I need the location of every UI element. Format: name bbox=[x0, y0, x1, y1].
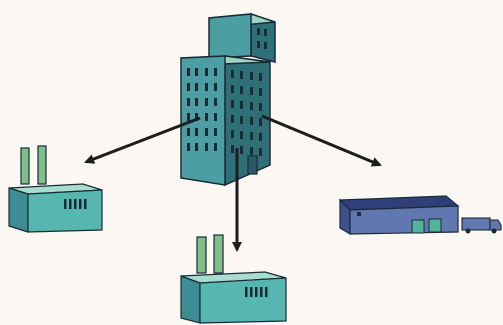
window-icon bbox=[205, 113, 208, 121]
window-icon bbox=[195, 98, 198, 106]
window-icon bbox=[214, 68, 217, 76]
window-icon bbox=[250, 72, 253, 80]
warehouse-door bbox=[429, 219, 441, 232]
chimney-icon bbox=[197, 237, 206, 273]
window-icon bbox=[264, 29, 267, 36]
window-icon bbox=[259, 73, 262, 81]
window-icon bbox=[231, 70, 234, 78]
warehouse-window bbox=[357, 212, 361, 216]
vent-icon bbox=[79, 199, 82, 209]
headquarters-building bbox=[181, 14, 275, 185]
window-icon bbox=[250, 102, 253, 110]
window-icon bbox=[195, 143, 198, 151]
window-icon bbox=[257, 41, 260, 48]
window-icon bbox=[231, 145, 234, 153]
vent-icon bbox=[250, 287, 253, 297]
arrow-to-warehouse bbox=[262, 116, 380, 165]
window-icon bbox=[214, 143, 217, 151]
window-icon bbox=[195, 128, 198, 136]
vent-icon bbox=[69, 199, 72, 209]
vent-icon bbox=[265, 287, 268, 297]
vent-icon bbox=[245, 287, 248, 297]
window-icon bbox=[250, 87, 253, 95]
window-icon bbox=[264, 42, 267, 49]
window-icon bbox=[187, 113, 190, 121]
vent-icon bbox=[74, 199, 77, 209]
window-icon bbox=[205, 68, 208, 76]
window-icon bbox=[187, 98, 190, 106]
tower-upper bbox=[209, 14, 275, 62]
window-icon bbox=[187, 143, 190, 151]
window-icon bbox=[240, 146, 243, 154]
window-icon bbox=[187, 83, 190, 91]
window-icon bbox=[231, 115, 234, 123]
vent-icon bbox=[260, 287, 263, 297]
window-icon bbox=[231, 100, 234, 108]
factory-bottom bbox=[181, 235, 286, 323]
window-icon bbox=[259, 133, 262, 141]
window-icon bbox=[240, 86, 243, 94]
warehouse-door bbox=[412, 220, 424, 233]
window-icon bbox=[187, 68, 190, 76]
window-icon bbox=[257, 28, 260, 35]
window-icon bbox=[250, 117, 253, 125]
window-icon bbox=[187, 128, 190, 136]
window-icon bbox=[259, 88, 262, 96]
window-icon bbox=[195, 83, 198, 91]
window-icon bbox=[205, 128, 208, 136]
warehouse-front bbox=[350, 206, 458, 234]
delivery-truck-icon bbox=[462, 218, 501, 234]
window-icon bbox=[205, 83, 208, 91]
window-icon bbox=[231, 85, 234, 93]
warehouse bbox=[340, 196, 458, 234]
window-icon bbox=[259, 118, 262, 126]
chimney-icon bbox=[38, 146, 46, 184]
window-icon bbox=[214, 113, 217, 121]
window-icon bbox=[231, 130, 234, 138]
window-icon bbox=[214, 98, 217, 106]
vent-icon bbox=[84, 199, 87, 209]
vent-icon bbox=[255, 287, 258, 297]
headquarters-door bbox=[248, 156, 257, 174]
window-icon bbox=[214, 83, 217, 91]
factory-left bbox=[9, 146, 102, 232]
window-icon bbox=[259, 103, 262, 111]
window-icon bbox=[240, 101, 243, 109]
window-icon bbox=[205, 143, 208, 151]
chimney-icon bbox=[214, 235, 223, 273]
window-icon bbox=[259, 148, 262, 156]
window-icon bbox=[205, 98, 208, 106]
window-icon bbox=[214, 128, 217, 136]
window-icon bbox=[240, 71, 243, 79]
window-icon bbox=[240, 116, 243, 124]
window-icon bbox=[250, 147, 253, 155]
vent-icon bbox=[64, 199, 67, 209]
window-icon bbox=[250, 132, 253, 140]
chimney-icon bbox=[21, 148, 29, 184]
window-icon bbox=[195, 68, 198, 76]
window-icon bbox=[240, 131, 243, 139]
